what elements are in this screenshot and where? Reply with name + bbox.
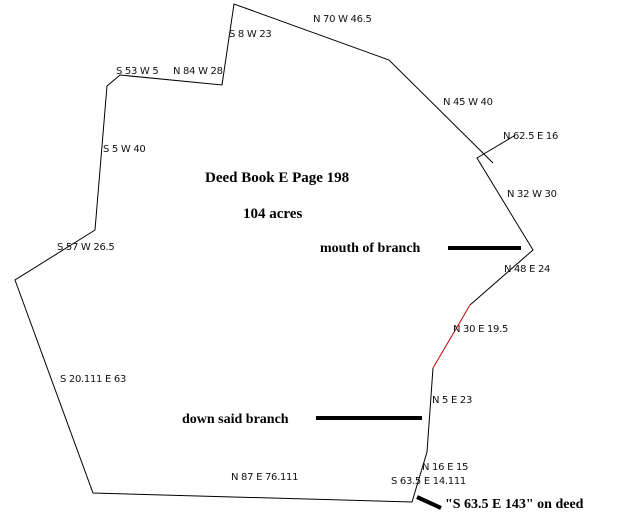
call-label: N 32 W 30 <box>507 189 557 200</box>
call-label: N 62.5 E 16 <box>503 131 559 142</box>
call-label: S 63.5 E 14.111 <box>391 476 466 487</box>
call-label: S 8 W 23 <box>229 29 272 40</box>
boundary-line <box>14 3 494 503</box>
branch-line <box>432 304 471 369</box>
boundary-line-east <box>469 135 534 306</box>
call-label: N 30 E 19.5 <box>453 324 509 335</box>
acreage: 104 acres <box>243 206 303 222</box>
call-label: S 53 W 5 <box>116 66 159 77</box>
mouth-of-branch-label: mouth of branch <box>320 241 421 256</box>
down-said-branch-label: down said branch <box>182 412 289 427</box>
call-label: N 5 E 23 <box>432 395 473 406</box>
call-label: N 87 E 76.111 <box>231 472 299 483</box>
call-label: S 20.111 E 63 <box>60 374 127 385</box>
call-label: N 48 E 24 <box>504 264 551 275</box>
call-label: N 16 E 15 <box>422 462 469 473</box>
plat-title: Deed Book E Page 198 <box>205 170 350 186</box>
deed-note-pointer <box>416 495 442 510</box>
call-label: S 5 W 40 <box>103 144 146 155</box>
call-label: S 57 W 26.5 <box>57 242 115 253</box>
call-label: N 70 W 46.5 <box>313 14 372 25</box>
deed-note-label: "S 63.5 E 143" on deed <box>445 497 584 512</box>
call-label: N 84 W 28 <box>173 66 223 77</box>
call-label: N 45 W 40 <box>443 97 493 108</box>
